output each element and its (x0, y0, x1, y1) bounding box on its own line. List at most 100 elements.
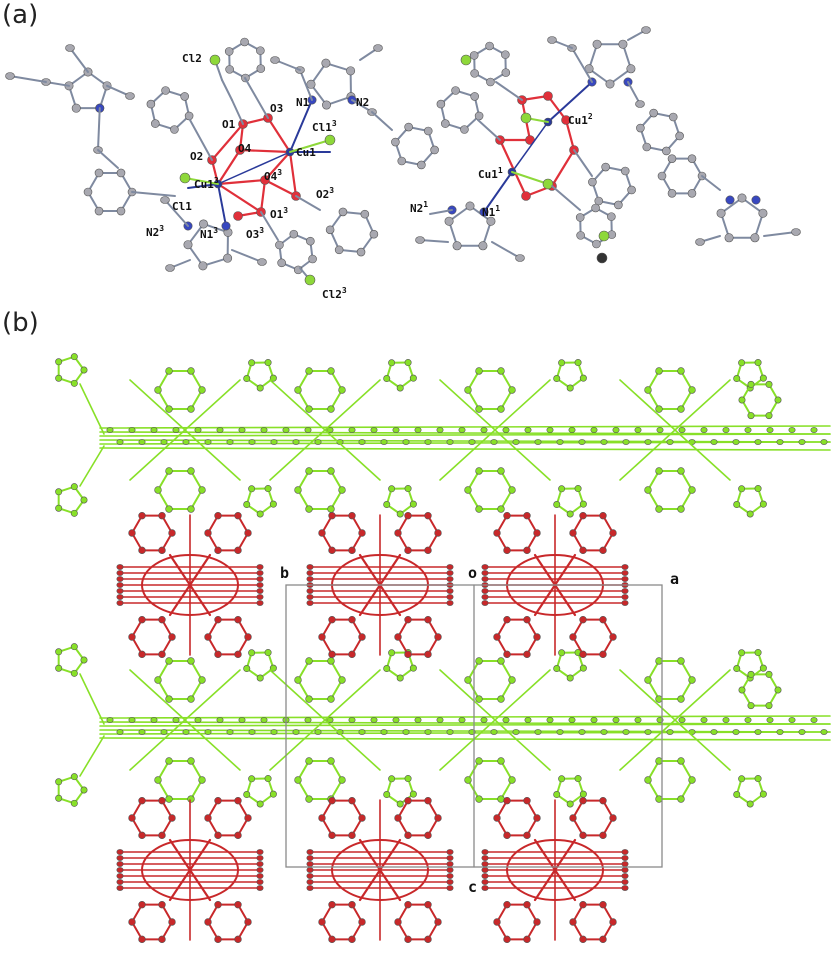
ring-atom (677, 695, 685, 703)
ring-atom (184, 111, 194, 121)
layer-atom (204, 729, 212, 735)
ring-atom (668, 112, 678, 122)
ring-atom (579, 374, 587, 382)
layer-bond (439, 669, 551, 771)
layer-atom (306, 879, 314, 885)
ring-atom (70, 669, 78, 677)
ring-atom (738, 686, 746, 694)
layer-atom (481, 588, 489, 594)
atom-label: N2 (356, 96, 369, 109)
layer-atom (424, 729, 432, 735)
ring-atom (388, 649, 396, 657)
ring-atom (497, 467, 505, 475)
atom-label-superscript: 3 (159, 224, 164, 233)
layer-atom (248, 729, 256, 735)
layer-ring (154, 467, 206, 513)
layer-atom (306, 576, 314, 582)
ring-atom (204, 814, 212, 822)
atom-label: O33 (246, 226, 264, 241)
ring-atom (737, 193, 747, 203)
atom-label: Cu11 (478, 166, 503, 181)
ring-atom (80, 496, 88, 504)
atom-label-superscript: 3 (259, 226, 264, 235)
ring-atom (248, 649, 256, 657)
atom-label-superscript: 3 (213, 226, 218, 235)
layer-ring (738, 670, 782, 710)
layer-atom (256, 873, 264, 879)
phenyl-ring (224, 37, 266, 83)
ring-atom (523, 796, 531, 805)
ring-atom (470, 92, 479, 101)
red-block (116, 511, 264, 659)
ring-atom (154, 486, 162, 494)
ring-atom (358, 814, 366, 822)
layer-ring (55, 643, 88, 677)
layer-atom (512, 729, 520, 735)
ring-atom (501, 68, 511, 77)
ring-atom (138, 615, 146, 624)
ring-atom (356, 247, 366, 257)
chlorine-atom (598, 230, 610, 242)
layer-ring (154, 657, 206, 703)
ring-atom (128, 814, 136, 822)
ring-atom (328, 796, 336, 805)
bond (187, 183, 219, 189)
phenyl-ring (575, 203, 617, 249)
ring-atom (187, 695, 195, 703)
ring-atom (55, 488, 63, 496)
layer-atom (436, 717, 444, 723)
oxygen-atom (260, 175, 270, 185)
ring-atom (444, 216, 454, 226)
layer-ring (733, 775, 767, 808)
ring-atom (168, 529, 176, 537)
layer-atom (256, 570, 264, 576)
ring-atom (574, 359, 582, 367)
ring-atom (277, 258, 286, 268)
ring-atom (338, 486, 346, 494)
atom (65, 44, 75, 52)
ring-atom (234, 831, 242, 840)
layer-bond (269, 379, 381, 481)
atom (125, 92, 135, 100)
layer-atom (481, 873, 489, 879)
layer-atom (172, 717, 180, 723)
bond (244, 77, 269, 119)
layer-atom (446, 867, 454, 873)
ring-atom (321, 58, 331, 68)
ring-atom (655, 367, 663, 375)
ring-atom (348, 935, 356, 944)
atom-label: Cl2 (182, 52, 202, 65)
atom-label-text: O4 (264, 170, 278, 183)
ring-atom (338, 776, 346, 784)
layer-bond (99, 447, 831, 451)
ring-atom (168, 918, 176, 926)
ring-atom (214, 615, 222, 624)
ring-atom (599, 900, 607, 909)
ring-atom (469, 51, 479, 60)
ring-atom (240, 37, 249, 47)
o-bond (216, 182, 263, 214)
ring-atom (138, 650, 146, 659)
atom-label: O3 (270, 102, 283, 115)
ring-atom (360, 209, 370, 219)
layer-atom (534, 439, 542, 445)
ring-atom (369, 229, 379, 239)
ring-atom (464, 486, 472, 494)
ring-atom (318, 918, 326, 926)
phenyl-ring (83, 168, 137, 216)
ring-atom (305, 795, 313, 803)
ring-atom (264, 359, 272, 367)
ring-atom (687, 154, 697, 163)
oxygen-atom (561, 115, 571, 125)
ring-atom (503, 796, 511, 805)
layer-atom (292, 439, 300, 445)
ring-atom (733, 501, 741, 509)
layer-atom (424, 439, 432, 445)
ring-atom (55, 374, 63, 382)
atom-label: O43 (264, 168, 282, 183)
layer-ring (553, 359, 587, 392)
bond (495, 81, 523, 101)
layer-atom (622, 729, 630, 735)
layer-atom (138, 729, 146, 735)
ring-atom (759, 500, 767, 508)
